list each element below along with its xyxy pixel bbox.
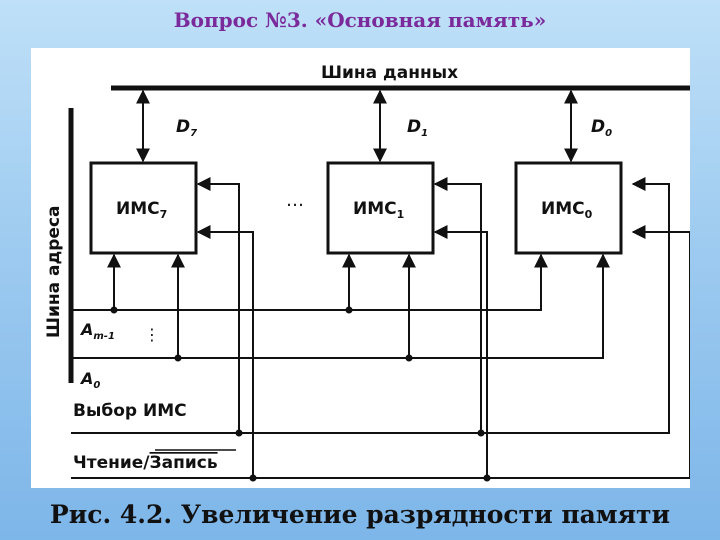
address-bus-label: Шина адреса — [44, 206, 64, 339]
memory-width-diagram: Шина данных Шина адреса ИМС7 ИМС1 ИМС0 …… — [31, 48, 691, 488]
data-line-d0-label: D0 — [591, 117, 612, 139]
chips-ellipsis: … — [286, 190, 304, 211]
addr-line-a0-label: A0 — [79, 369, 100, 391]
addr-line-a0 — [71, 273, 604, 359]
data-line-d7-label: D7 — [176, 117, 197, 139]
chip-1-label: ИМС1 — [353, 199, 404, 221]
data-line-d1-label: D1 — [407, 117, 428, 139]
slide-title: Вопрос №3. «Основная память» — [173, 8, 547, 32]
data-bus-label: Шина данных — [321, 63, 458, 83]
chip-7-box — [89, 161, 198, 255]
addr-vdots: ⋮ — [144, 325, 160, 344]
chip-select-label: Выбор ИМС — [73, 401, 187, 421]
chip-select-line — [71, 177, 670, 434]
chip-0-box — [514, 161, 623, 255]
addr-line-am1-label: Am-1 — [79, 320, 115, 342]
figure-caption: Рис. 4.2. Увеличение разрядности памяти — [49, 500, 671, 529]
chip-1-box — [326, 161, 435, 255]
addr-line-am1 — [71, 273, 542, 311]
chip-7-label: ИМС7 — [116, 199, 167, 221]
read-write-label: Чтение/Запись — [73, 453, 218, 473]
chip-0-label: ИМС0 — [541, 199, 593, 221]
